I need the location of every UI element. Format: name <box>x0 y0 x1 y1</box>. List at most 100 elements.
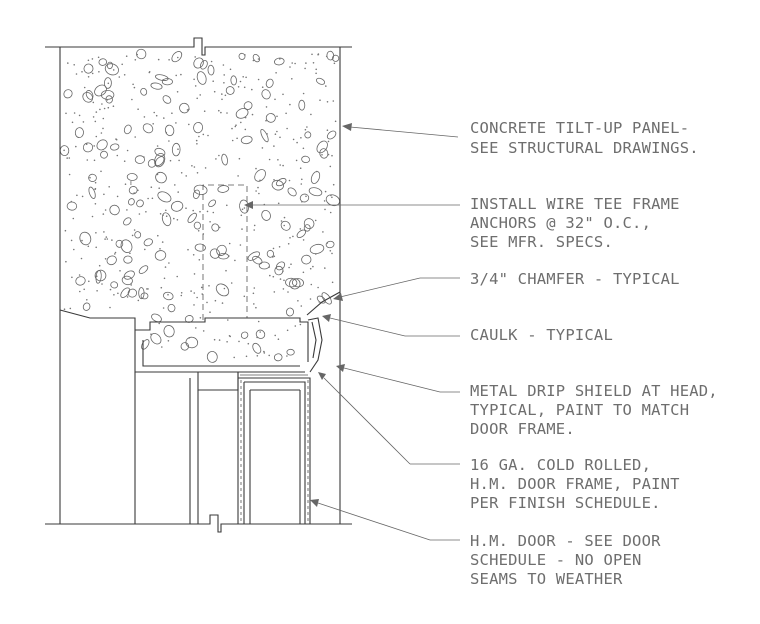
aggregate-dot <box>133 229 136 231</box>
aggregate-dot <box>165 215 168 217</box>
aggregate-dot <box>168 140 170 142</box>
aggregate-dot <box>70 239 73 242</box>
aggregate-dot <box>314 219 317 222</box>
aggregate-dot <box>224 94 227 97</box>
aggregate-dot <box>83 86 86 89</box>
aggregate-dot <box>185 207 187 209</box>
aggregate-dot <box>121 63 123 66</box>
aggregate-dot <box>301 178 303 181</box>
aggregate-dot <box>104 209 107 211</box>
aggregate-dot <box>69 307 72 310</box>
aggregate-stone <box>319 148 329 159</box>
aggregate-dot <box>218 339 221 341</box>
aggregate-dot <box>209 221 211 223</box>
aggregate-dot <box>73 112 76 114</box>
aggregate-dot <box>129 252 131 255</box>
aggregate-dot <box>251 88 253 91</box>
aggregate-dot <box>268 266 271 268</box>
callout-caulk: CAULK - TYPICAL <box>470 326 613 344</box>
aggregate-dot <box>167 340 170 342</box>
aggregate-dot <box>102 213 105 215</box>
aggregate-dot <box>285 112 287 115</box>
aggregate-dot <box>107 106 110 109</box>
aggregate-stone <box>138 265 149 274</box>
aggregate-stone <box>63 89 73 99</box>
note-line: SEE MFR. SPECS. <box>470 233 613 251</box>
aggregate-dot <box>288 179 291 182</box>
aggregate-dot <box>255 306 257 309</box>
aggregate-dot <box>311 53 313 56</box>
aggregate-dot <box>252 292 255 295</box>
aggregate-dot <box>237 175 239 177</box>
aggregate-dot <box>94 203 97 205</box>
aggregate-stone <box>147 159 157 168</box>
aggregate-stone <box>292 278 304 288</box>
aggregate-dot <box>244 54 246 56</box>
aggregate-dot <box>161 241 164 243</box>
aggregate-stone <box>136 199 144 208</box>
aggregate-stone <box>285 307 295 317</box>
aggregate-stone <box>161 212 172 227</box>
aggregate-dot <box>299 323 302 326</box>
aggregate-dot <box>272 247 275 250</box>
aggregate-dot <box>223 287 226 290</box>
aggregate-stone <box>260 128 269 143</box>
aggregate-stone <box>271 179 284 191</box>
aggregate-stone <box>289 278 301 290</box>
aggregate-stone <box>316 140 328 154</box>
aggregate-dot <box>93 145 95 147</box>
aggregate-stone <box>274 57 285 66</box>
aggregate-dot <box>220 111 222 114</box>
aggregate-stone <box>104 63 119 76</box>
aggregate-dot <box>100 132 103 134</box>
aggregate-dot <box>259 331 262 333</box>
aggregate-dot <box>134 59 137 61</box>
aggregate-dot <box>87 59 90 62</box>
aggregate-stone <box>110 143 120 151</box>
aggregate-dot <box>225 269 227 272</box>
aggregate-dot <box>239 80 242 83</box>
aggregate-dot <box>126 296 129 298</box>
aggregate-stone <box>275 261 286 271</box>
aggregate-dot <box>257 58 260 60</box>
aggregate-stone <box>193 57 204 69</box>
note-line: H.M. DOOR - SEE DOOR <box>470 532 661 550</box>
aggregate-dot <box>99 108 101 111</box>
aggregate-stone <box>206 351 218 363</box>
aggregate-dot <box>292 138 295 141</box>
aggregate-dot <box>331 154 333 157</box>
aggregate-dot <box>315 253 317 255</box>
aggregate-stone <box>115 239 124 248</box>
aggregate-dot <box>156 145 159 147</box>
aggregate-dot <box>334 120 337 123</box>
aggregate-dot <box>113 294 115 296</box>
aggregate-dot <box>279 164 282 166</box>
note-line: PER FINISH SCHEDULE. <box>470 494 661 512</box>
aggregate-dot <box>275 72 277 74</box>
aggregate-dot <box>95 135 98 138</box>
aggregate-dot <box>194 85 197 87</box>
aggregate-dot <box>309 298 312 300</box>
aggregate-dot <box>305 62 307 64</box>
aggregate-dot <box>76 194 78 197</box>
hm-door-frame <box>197 372 311 524</box>
aggregate-dot <box>286 127 288 130</box>
aggregate-stone <box>79 231 92 246</box>
aggregate-dot <box>327 153 330 156</box>
aggregate-dot <box>163 277 166 280</box>
aggregate-dot <box>152 123 154 125</box>
aggregate-dot <box>218 109 220 112</box>
aggregate-dot <box>165 131 168 134</box>
aggregate-stone <box>194 243 206 252</box>
aggregate-dot <box>133 192 135 194</box>
aggregate-dot <box>112 69 115 71</box>
aggregate-dot <box>157 234 159 237</box>
aggregate-dot <box>177 191 179 193</box>
aggregate-dot <box>279 136 281 139</box>
aggregate-dot <box>253 303 255 305</box>
aggregate-dot <box>286 329 289 332</box>
aggregate-dot <box>228 335 231 337</box>
aggregate-dot <box>68 173 71 176</box>
aggregate-dot <box>106 99 109 101</box>
aggregate-dot <box>289 237 291 239</box>
